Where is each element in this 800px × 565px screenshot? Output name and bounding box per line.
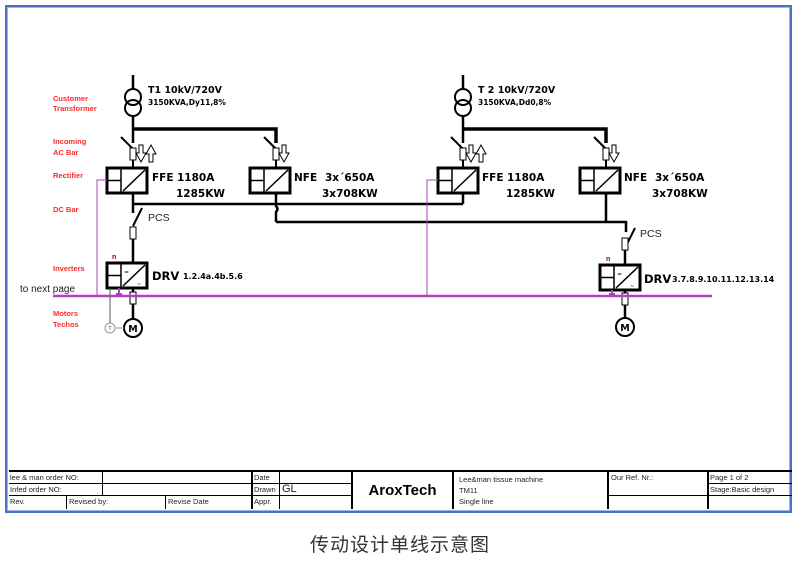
t2-name: T 2 10kV/720V	[478, 85, 556, 96]
rectifier-3-type: FFE	[482, 172, 504, 184]
title-block: lee & man order NO: Infed order NO: Rev.…	[9, 470, 792, 511]
date-label: Date	[254, 473, 270, 482]
drawn-label: Drawn	[254, 485, 276, 494]
drawn-value: GL	[282, 483, 297, 495]
ac-bar-t1	[133, 127, 278, 143]
drv-1-n-label: n	[112, 254, 116, 261]
rectifier-1-type: FFE	[152, 172, 174, 184]
svg-text:=: =	[124, 269, 129, 276]
row-label-inverters: Inverters	[53, 264, 85, 273]
page-label: Page 1 of 2	[710, 473, 749, 482]
inverter-drv-2: PCS n = ~ DRV 3.7.8.9.10.11.12.13.14 M	[598, 227, 775, 337]
lee-order-label: lee & man order NO:	[10, 473, 79, 482]
row-label-motors: Motors	[53, 309, 78, 318]
rectifier-2-type: NFE	[294, 172, 317, 184]
drv-1-type: DRV	[152, 269, 179, 283]
t2-spec: 3150KVA,Dd0,8%	[478, 98, 552, 107]
t1-spec: 3150KVA,Dy11,8%	[148, 98, 226, 107]
rectifier-nfe-2: NFE 3x´650A 3x708KW	[578, 136, 708, 200]
row-label-incoming: Incoming	[53, 137, 87, 146]
row-label-transformer: Transformer	[53, 104, 97, 113]
arrow-up-icon	[475, 143, 487, 163]
motor-1-label: M	[128, 324, 137, 335]
svg-text:=: =	[617, 271, 622, 278]
drv-2-numbers: 3.7.8.9.10.11.12.13.14	[672, 275, 775, 284]
drawing-frame	[5, 5, 792, 513]
project-line-2: TM11	[459, 486, 478, 495]
arrow-down-icon	[608, 144, 620, 164]
ac-bar-t2	[463, 127, 608, 143]
signal-bus: to next page	[20, 179, 712, 298]
appr-label: Appr.	[254, 497, 272, 506]
rectifier-3-power: 1285KW	[506, 188, 555, 200]
our-ref-label: Our Ref. Nr.:	[611, 473, 654, 482]
rectifier-4-type: NFE	[624, 172, 647, 184]
drv-2-type: DRV	[644, 272, 671, 286]
rectifier-4-current: 3x´650A	[655, 172, 705, 184]
transformer-t2: T 2 10kV/720V 3150KVA,Dd0,8%	[454, 75, 556, 143]
arrow-up-icon	[145, 143, 157, 163]
drv-2-n-label: n	[606, 256, 610, 263]
rectifier-3-current: 1180A	[507, 172, 545, 184]
transformer-t1: T1 10kV/720V 3150KVA,Dy11,8%	[124, 75, 226, 143]
rectifier-4-power: 3x708KW	[652, 188, 708, 200]
rectifier-1-current: 1180A	[177, 172, 215, 184]
row-label-dc-bar: DC Bar	[53, 205, 79, 214]
revised-by-label: Revised by:	[69, 497, 109, 506]
stage-label: Stage:Basic design	[710, 485, 775, 494]
figure-caption: 传动设计单线示意图	[309, 534, 490, 556]
rectifier-2-power: 3x708KW	[322, 188, 378, 200]
row-label-rectifier: Rectifier	[53, 171, 83, 180]
to-next-page-label: to next page	[20, 284, 75, 295]
rectifier-ffe-2: FFE 1180A 1285KW	[436, 136, 555, 200]
company-name: AroxTech	[368, 482, 437, 499]
drv-1-numbers: 1.2.4a.4b.5.6	[183, 272, 243, 281]
revise-date-label: Revise Date	[168, 497, 209, 506]
arrow-down-icon	[135, 144, 147, 164]
arrow-down-icon	[278, 144, 290, 164]
single-line-diagram: Customer Transformer Incoming AC Bar Rec…	[20, 75, 775, 338]
svg-text:~: ~	[137, 282, 141, 288]
pcs-2-label: PCS	[640, 228, 662, 240]
dc-bar	[131, 193, 628, 232]
rectifier-2-current: 3x´650A	[325, 172, 375, 184]
row-label-techos: Techos	[53, 320, 79, 329]
infed-order-label: Infed order NO:	[10, 485, 62, 494]
project-line-1: Lee&man tissue machine	[459, 475, 544, 484]
rectifier-nfe-1: NFE 3x´650A 3x708KW	[248, 136, 378, 200]
inverter-drv-1: PCS n = ~ DRV 1.2.4a.4b.5.6 M T	[104, 204, 243, 338]
rev-label: Rev.	[10, 497, 25, 506]
pcs-1-label: PCS	[148, 212, 170, 224]
row-labels: Customer Transformer Incoming AC Bar Rec…	[53, 94, 97, 329]
rectifier-1-power: 1285KW	[176, 188, 225, 200]
row-label-ac-bar: AC Bar	[53, 148, 79, 157]
svg-text:~: ~	[630, 284, 634, 290]
t1-name: T1 10kV/720V	[148, 85, 223, 96]
rectifier-ffe-1: FFE 1180A 1285KW	[105, 136, 225, 200]
motor-2-label: M	[620, 323, 629, 334]
motor-2-icon	[615, 317, 635, 337]
row-label-customer: Customer	[53, 94, 88, 103]
arrow-down-icon	[465, 144, 477, 164]
project-line-3: Single line	[459, 497, 494, 506]
tacho-label: T	[108, 326, 111, 332]
